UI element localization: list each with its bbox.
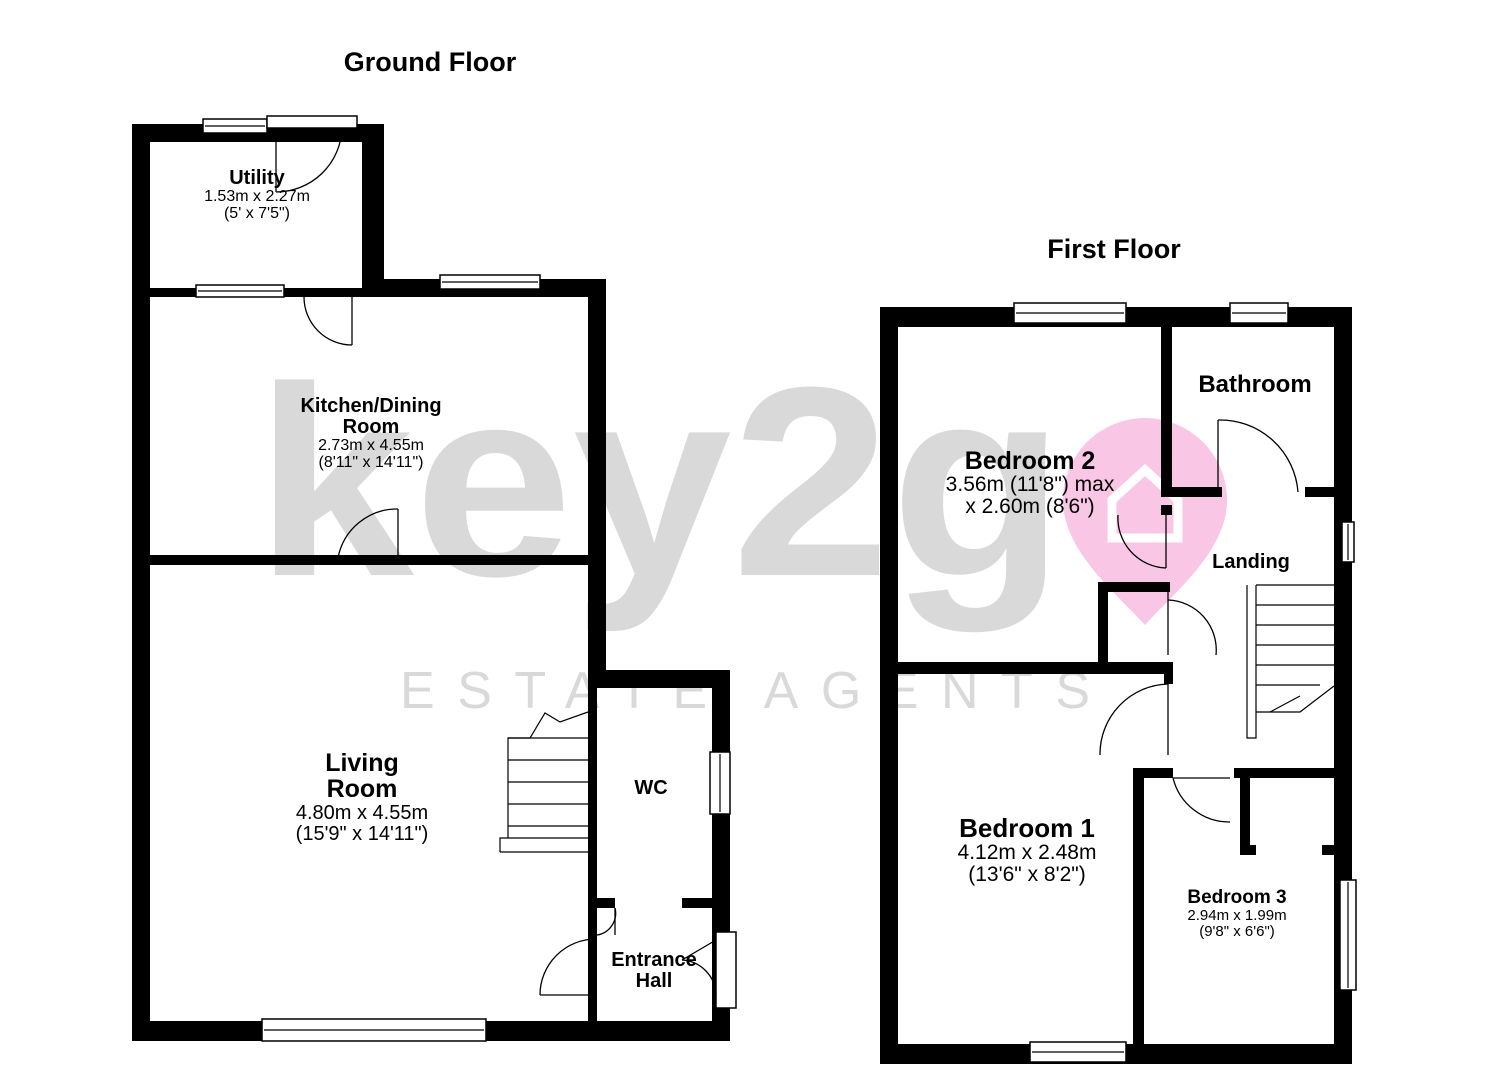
room-dimensions-metric: 1.53m x 2.27m: [204, 188, 310, 205]
bedroom3-door: [1172, 777, 1231, 823]
room-dimensions-metric: 2.94m x 1.99m: [1187, 906, 1287, 924]
room-dimensions-metric: 2.73m x 4.55m: [318, 437, 424, 454]
room-name-line1: Kitchen/Dining: [300, 395, 442, 417]
ground-floor-staircase: [499, 711, 589, 853]
room-name-line2: Hall: [635, 970, 673, 992]
room-label-wc: WC: [634, 778, 667, 799]
room-name-line2: Room: [342, 416, 400, 438]
room-dimensions-line1: 3.56m (11'8") max: [945, 473, 1115, 497]
room-dimensions-imperial: (9'8" x 6'6"): [1199, 922, 1275, 940]
front-door: [681, 939, 717, 996]
room-name: Bedroom 3: [1187, 887, 1287, 908]
watermark: key2g ESTATE AGENTS: [255, 332, 1227, 720]
watermark-brand: key2g: [255, 332, 1065, 634]
room-label-bedroom-2: Bedroom 2 3.56m (11'8") max x 2.60m (8'6…: [946, 448, 1115, 518]
bedroom1-window: [1029, 1041, 1127, 1063]
room-dimensions-imperial: (13'6" x 8'2"): [968, 863, 1086, 887]
room-name: WC: [634, 777, 668, 799]
room-dimensions-metric: 4.80m x 4.55m: [295, 801, 429, 824]
first-floor-staircase: [1246, 584, 1335, 739]
room-label-landing: Landing: [1212, 552, 1290, 573]
first-floor-doors: [1099, 419, 1299, 823]
room-label-kitchen-dining: Kitchen/Dining Room 2.73m x 4.55m (8'11"…: [300, 396, 441, 472]
bathroom-door: [1217, 419, 1299, 493]
room-label-living-room: Living Room 4.80m x 4.55m (15'9" x 14'11…: [296, 750, 429, 845]
room-dimensions-imperial: (5' x 7'5"): [223, 204, 291, 222]
cupboard-door: [1167, 592, 1217, 656]
landing-window: [1341, 521, 1355, 563]
room-dimensions-metric: 4.12m x 2.48m: [957, 841, 1097, 865]
wc-window: [709, 751, 731, 815]
room-name-line1: Living: [325, 749, 399, 777]
kitchen-window-left: [195, 284, 285, 298]
room-dimensions-imperial: (15'9" x 14'11"): [295, 822, 429, 845]
kitchen-living-door: [337, 508, 399, 559]
first-floor-windows: [1013, 302, 1357, 1063]
room-label-bathroom: Bathroom: [1198, 372, 1311, 397]
room-dimensions-imperial: (8'11" x 14'11"): [318, 453, 424, 471]
bedroom3-window: [1339, 879, 1357, 991]
bedroom2-door: [1117, 514, 1167, 569]
watermark-pin-icon: [1063, 418, 1227, 625]
utility-external-door: [275, 127, 343, 193]
room-name: Landing: [1212, 551, 1290, 573]
bedroom2-window: [1013, 302, 1127, 324]
ground-floor-doors: [275, 127, 717, 996]
room-label-bedroom-3: Bedroom 3 2.94m x 1.99m (9'8" x 6'6"): [1187, 888, 1286, 939]
room-name: Utility: [229, 167, 285, 189]
utility-window: [202, 118, 268, 134]
living-window: [261, 1018, 487, 1042]
room-dimensions-line2: x 2.60m (8'6"): [965, 495, 1095, 519]
room-name: Bedroom 2: [964, 447, 1096, 475]
entrance-door: [539, 938, 597, 996]
bathroom-window: [1229, 302, 1289, 324]
bedroom1-door: [1099, 683, 1169, 756]
room-name-line2: Room: [326, 775, 398, 804]
utility-rear-door-frame: [266, 115, 358, 129]
room-label-bedroom-1: Bedroom 1 4.12m x 2.48m (13'6" x 8'2"): [957, 813, 1097, 887]
entrance-door-frame: [715, 931, 737, 1009]
room-name-line1: Entrance: [611, 949, 697, 971]
ground-floor-title: Ground Floor: [343, 47, 517, 77]
room-label-utility: Utility 1.53m x 2.27m (5' x 7'5"): [204, 168, 310, 223]
ground-floor-windows: [195, 115, 737, 1042]
room-name: Bathroom: [1198, 371, 1312, 398]
first-floor-title: First Floor: [1047, 234, 1181, 264]
kitchen-window-right: [439, 274, 541, 290]
wc-door: [596, 907, 617, 936]
room-label-entrance-hall: Entrance Hall: [611, 950, 697, 992]
utility-kitchen-door: [303, 296, 353, 346]
room-name: Bedroom 1: [959, 813, 1095, 843]
